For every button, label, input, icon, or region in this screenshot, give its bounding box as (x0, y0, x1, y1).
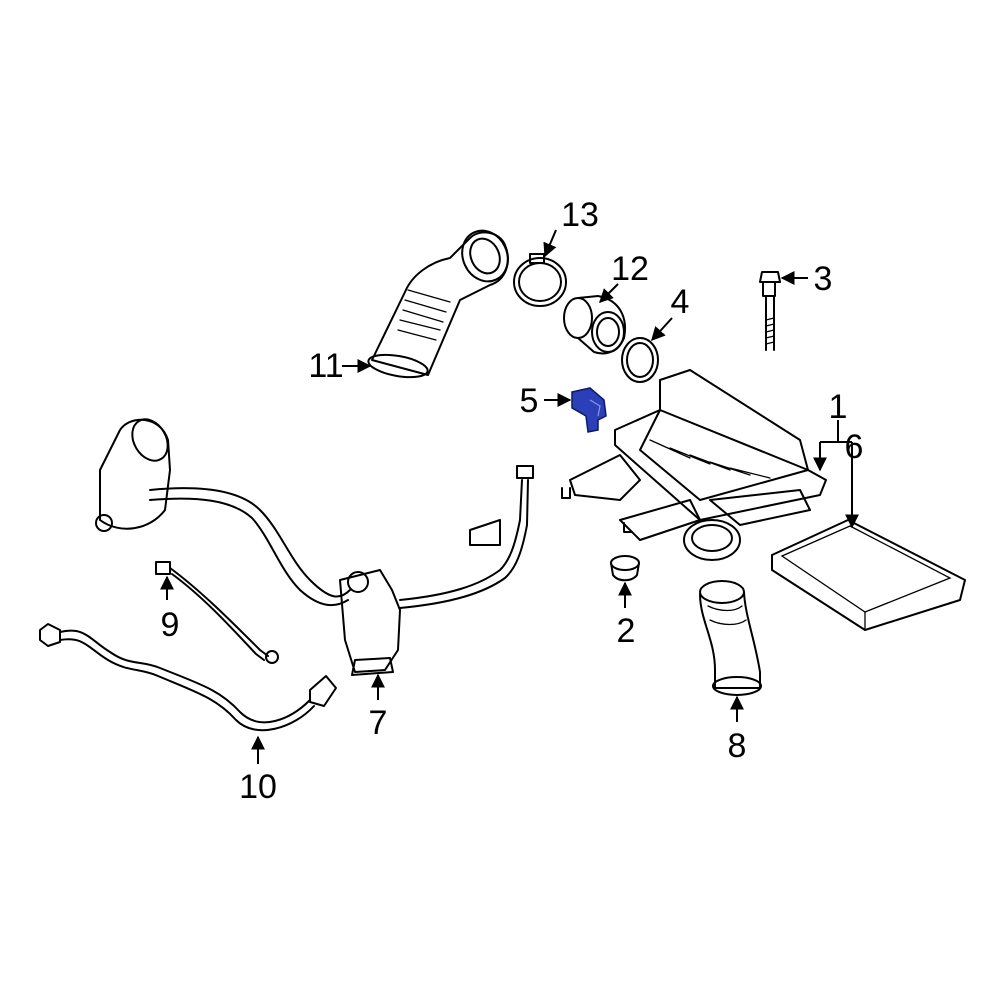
sensor-bracket[interactable] (571, 387, 607, 433)
hose-clamp[interactable] (513, 253, 567, 307)
bolt[interactable] (759, 271, 781, 351)
callout-6: 6 (845, 428, 864, 466)
callout-10: 10 (239, 768, 277, 806)
coupling[interactable] (563, 295, 626, 355)
long-hose[interactable] (39, 623, 337, 732)
callout-4: 4 (671, 283, 690, 321)
callout-8: 8 (728, 727, 747, 765)
callout-5: 5 (520, 382, 539, 420)
callout-7: 7 (369, 704, 388, 742)
seal-ring[interactable] (621, 337, 659, 383)
callout-11: 11 (308, 347, 343, 385)
air-filter-housing[interactable] (561, 369, 827, 561)
callout-12: 12 (611, 250, 649, 288)
intake-duct-hose[interactable] (367, 223, 516, 381)
intake-elbow[interactable] (699, 580, 762, 696)
callout-3: 3 (814, 260, 833, 298)
leader-lines (160, 229, 859, 764)
filter-element[interactable] (771, 519, 966, 631)
callout-2: 2 (617, 612, 636, 650)
grommet[interactable] (610, 555, 640, 582)
callout-13: 13 (561, 196, 599, 234)
callout-1: 1 (829, 388, 848, 426)
small-hose[interactable] (155, 561, 279, 664)
ventilation-valve-assembly[interactable] (95, 413, 534, 676)
callout-9: 9 (161, 606, 180, 644)
